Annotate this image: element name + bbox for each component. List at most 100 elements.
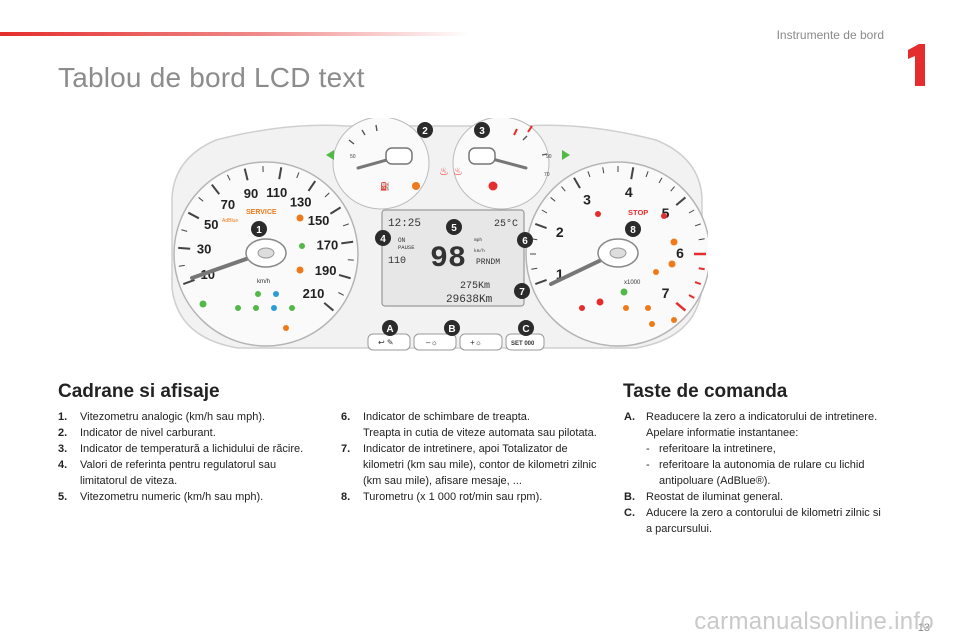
gauge-tick (243, 168, 249, 181)
gauge-label: 2 (556, 224, 564, 240)
page-title: Tablou de bord LCD text (58, 62, 365, 93)
svg-text:⛽: ⛽ (380, 181, 390, 191)
gauge-tick (178, 264, 185, 267)
list-item: 1.Vitezometru analogic (km/h sau mph). (58, 411, 266, 423)
gauge-label: 30 (197, 242, 211, 257)
display-mode-pause: PAUSE (398, 244, 415, 251)
service-label: SERVICE (246, 209, 277, 216)
button-c-label: +☼ (470, 338, 482, 347)
gauge-tick (675, 196, 687, 206)
gauge-tick (296, 172, 300, 179)
gauge-tick (534, 279, 547, 286)
gauge-label: 5 (662, 205, 670, 221)
rpm-unit: x1000 (624, 280, 641, 286)
gauge-tick (341, 240, 354, 245)
cadrane-list-right: 6.Indicator de schimbare de treapta.Trea… (341, 409, 603, 505)
gauge-tick (587, 171, 591, 178)
callout-4: 4 (380, 234, 386, 245)
gauge-tick (670, 186, 675, 192)
display-clock: 12:25 (388, 218, 421, 230)
list-item: 3.Indicator de temperatură a lichidului … (58, 443, 304, 455)
display-big-speed: 98 (430, 242, 466, 276)
temp-tick-70: 70 (544, 172, 550, 178)
gauge-label: 130 (290, 195, 312, 210)
gauge-tick (338, 292, 344, 296)
gauge-label: 70 (221, 197, 235, 212)
gauge-tick (658, 177, 663, 184)
button-c-marker: C (522, 324, 529, 335)
gauge-tick (550, 197, 556, 202)
taste-list: A. Readucere la zero a indicatorului de … (624, 409, 884, 537)
gauge-tick (688, 209, 695, 214)
callout-5: 5 (451, 223, 457, 234)
button-b-label: –☼ (426, 338, 438, 347)
list-item: 4.Valori de referinta pentru regulatorul… (58, 459, 277, 487)
gauge-label: 4 (625, 184, 633, 200)
chapter-number (904, 42, 926, 88)
gauge-tick (278, 167, 283, 180)
header-accent-bar (0, 32, 470, 36)
gauge-tick (226, 174, 231, 181)
list-item: 6.Indicator de schimbare de treapta.Trea… (341, 411, 597, 439)
list-item: 8.Turometru (x 1 000 rot/min sau rpm). (341, 491, 543, 503)
list-item: 5.Vitezometru numeric (km/h sau mph). (58, 491, 264, 503)
gauge-label: 150 (308, 213, 330, 228)
gauge-tick (534, 222, 547, 229)
speed-unit: km/h (257, 279, 270, 285)
gauge-tick (307, 180, 317, 192)
display-limit: 110 (388, 256, 406, 267)
gauge-tick (198, 197, 204, 202)
button-a-marker: A (386, 324, 393, 335)
gauge-label: 1 (556, 266, 564, 282)
display-mph: mph (474, 237, 482, 243)
gauge-tick (323, 302, 335, 312)
gauge-tick (187, 211, 200, 220)
list-item: 7.Indicator de intretinere, apoi Totaliz… (341, 443, 597, 487)
display-mode-on: ON (398, 237, 406, 244)
gauge-label: 110 (266, 185, 287, 200)
gauge-tick (181, 229, 188, 232)
temp-tick-50: 50 (350, 154, 356, 160)
gauge-tick (694, 281, 702, 286)
cadrane-title: Cadrane si afisaje (58, 381, 220, 402)
adblue-label: AdBlue (222, 218, 238, 224)
gauge-tick (694, 223, 701, 227)
list-item: C.Aducere la zero a contorului de kilome… (624, 507, 881, 535)
gauge-label: 6 (676, 245, 684, 261)
callout-7: 7 (519, 287, 525, 298)
svg-text:♨: ♨ (453, 166, 463, 178)
stop-label: STOP (628, 208, 648, 217)
gauge-label: 90 (244, 186, 258, 201)
callout-6: 6 (522, 236, 528, 247)
callout-1: 1 (256, 225, 262, 236)
gauge-tick (211, 184, 220, 195)
button-set-label: SET 000 (511, 341, 535, 347)
callout-3: 3 (479, 126, 485, 137)
gauge-tick (338, 273, 351, 280)
button-b-marker: B (448, 324, 455, 335)
gauge-tick (541, 209, 548, 214)
display-gear: PRNDM (476, 258, 500, 267)
gauge-tick (178, 246, 191, 250)
svg-text:♨: ♨ (439, 166, 449, 178)
gauge-label: 3 (583, 191, 591, 207)
watermark: carmanualsonline.info (694, 608, 934, 635)
gauge-tick (698, 238, 705, 241)
display-outside-temp: 25°C (494, 218, 518, 230)
gauge-tick (531, 267, 538, 270)
list-item: 2.Indicator de nivel carburant. (58, 427, 216, 439)
section-header: Instrumente de bord (776, 28, 884, 42)
gauge-tick (561, 186, 566, 192)
gauge-tick (324, 192, 330, 198)
gauge-tick (602, 167, 605, 174)
gauge-label: 170 (317, 237, 339, 252)
button-a-label: ↩ ✎ (378, 338, 394, 347)
gauge-tick (698, 267, 705, 271)
display-odometer: 29638Km (446, 294, 493, 306)
gauge-tick (329, 206, 342, 215)
gauge-tick (573, 177, 581, 189)
list-item: A. Readucere la zero a indicatorului de … (624, 411, 878, 487)
gauge-tick (675, 301, 687, 312)
cadrane-list-left: 1.Vitezometru analogic (km/h sau mph). 2… (58, 409, 320, 505)
